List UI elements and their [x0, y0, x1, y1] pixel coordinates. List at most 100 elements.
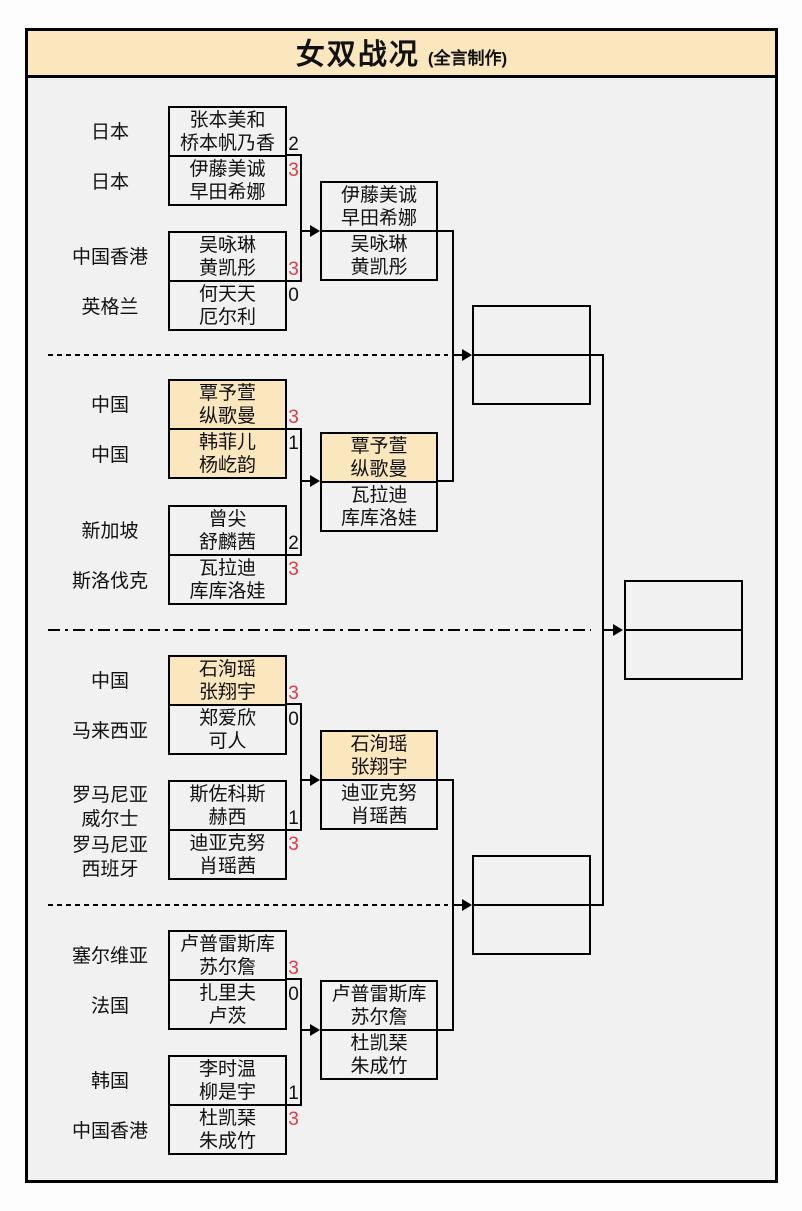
team-cell: 李时温 柳是宇: [170, 1057, 285, 1106]
score: 1: [288, 808, 299, 829]
player-name: 杨屹韵: [198, 454, 256, 476]
player-name: 朱成竹: [350, 1055, 408, 1077]
country-name: 法国: [90, 996, 129, 1017]
country-label-romania-wales: 罗马尼亚 威尔士: [30, 784, 190, 832]
semifinal-box-1: [472, 305, 591, 405]
country-label-hongkong-2: 中国香港: [30, 1120, 190, 1144]
player-name: 可人: [208, 730, 247, 752]
player-name: 苏尔詹: [198, 956, 256, 978]
country-label-hongkong-1: 中国香港: [30, 246, 190, 270]
player-name: 厄尔利: [198, 306, 256, 328]
player-name: 吴咏琳: [198, 234, 256, 256]
player-name: 迪亚克努: [340, 782, 417, 804]
match-box-r2-4: 卢普雷斯库 苏尔詹 杜凯琹 朱成竹: [320, 980, 438, 1080]
country-label-malaysia: 马来西亚: [30, 720, 190, 744]
player-name: 柳是宇: [198, 1081, 256, 1103]
connector-line: [602, 354, 604, 906]
match-box-r1-5: 石洵瑶 张翔宇 郑爱欣 可人: [168, 655, 287, 755]
arrow-icon: [310, 475, 320, 487]
score: 3: [288, 683, 299, 704]
connector-line: [438, 230, 454, 232]
country-name: 中国: [90, 445, 129, 466]
separator-line: [48, 904, 448, 906]
arrow-icon: [310, 774, 320, 786]
bracket-frame: [25, 28, 778, 1183]
connector-line: [300, 703, 302, 831]
player-name: 早田希娜: [189, 181, 266, 203]
team-cell-empty: [474, 906, 589, 953]
team-cell: 瓦拉迪 库库洛娃: [322, 483, 436, 530]
connector-line: [285, 154, 302, 156]
country-name: 罗马尼亚: [71, 835, 148, 856]
player-name: 瓦拉迪: [350, 484, 408, 506]
country-name: 中国: [90, 395, 129, 416]
team-cell: 斯佐科斯 赫西: [170, 782, 285, 831]
player-name: 库库洛娃: [189, 580, 266, 602]
player-name: 覃予萱: [350, 435, 408, 457]
separator-line-center: [48, 629, 591, 631]
team-cell: 石洵瑶 张翔宇: [170, 657, 285, 706]
match-box-r1-7: 卢普雷斯库 苏尔詹 扎里夫 卢茨: [168, 930, 287, 1030]
team-cell: 石洵瑶 张翔宇: [322, 732, 436, 781]
score: 3: [288, 259, 299, 280]
semifinal-box-2: [472, 855, 591, 955]
score: 3: [288, 160, 299, 181]
country-label-serbia: 塞尔维亚: [30, 945, 190, 969]
match-box-r2-2: 覃予萱 纵歌曼 瓦拉迪 库库洛娃: [320, 432, 438, 532]
team-cell: 韩菲儿 杨屹韵: [170, 430, 285, 477]
connector-line: [438, 480, 454, 482]
player-name: 张本美和: [189, 109, 266, 131]
connector-line: [302, 779, 312, 781]
team-cell: 扎里夫 卢茨: [170, 981, 285, 1028]
team-cell: 卢普雷斯库 苏尔詹: [322, 982, 436, 1031]
match-box-r1-1: 张本美和 桥本帆乃香 伊藤美诚 早田希娜: [168, 106, 287, 206]
match-box-r1-4: 曾尖 舒麟茜 瓦拉迪 库库洛娃: [168, 505, 287, 605]
team-cell-empty: [626, 582, 741, 631]
team-cell: 郑爱欣 可人: [170, 706, 285, 753]
connector-line: [438, 779, 454, 781]
team-cell: 迪亚克努 肖瑶茜: [170, 831, 285, 878]
connector-line: [454, 354, 462, 356]
team-cell: 何天天 厄尔利: [170, 282, 285, 329]
team-cell-empty: [474, 857, 589, 906]
score: 2: [288, 134, 299, 155]
player-name: 桥本帆乃香: [179, 132, 275, 154]
team-cell: 瓦拉迪 库库洛娃: [170, 556, 285, 603]
match-box-r1-2: 吴咏琳 黄凯彤 何天天 厄尔利: [168, 231, 287, 331]
match-box-r1-3: 覃予萱 纵歌曼 韩菲儿 杨屹韵: [168, 379, 287, 479]
player-name: 肖瑶茜: [198, 855, 256, 877]
connector-line: [452, 779, 454, 1031]
player-name: 张翔宇: [198, 681, 256, 703]
team-cell: 伊藤美诚 早田希娜: [170, 157, 285, 204]
score: 0: [288, 285, 299, 306]
team-cell-empty: [626, 631, 741, 678]
player-name: 石洵瑶: [350, 733, 408, 755]
player-name: 郑爱欣: [198, 707, 256, 729]
team-cell: 覃予萱 纵歌曼: [170, 381, 285, 430]
team-cell: 卢普雷斯库 苏尔詹: [170, 932, 285, 981]
team-cell: 曾尖 舒麟茜: [170, 507, 285, 556]
score: 3: [288, 407, 299, 428]
team-cell: 伊藤美诚 早田希娜: [322, 183, 436, 232]
country-label-singapore: 新加坡: [30, 520, 190, 544]
score: 0: [288, 709, 299, 730]
player-name: 伊藤美诚: [189, 158, 266, 180]
page-title: 女双战况: [295, 39, 420, 71]
country-name: 中国: [90, 671, 129, 692]
connector-line: [300, 154, 302, 282]
country-name: 威尔士: [81, 809, 139, 830]
country-name: 塞尔维亚: [71, 946, 148, 967]
player-name: 吴咏琳: [350, 233, 408, 255]
country-label-slovakia: 斯洛伐克: [30, 570, 190, 594]
score: 0: [288, 984, 299, 1005]
final-box: [624, 580, 743, 680]
connector-line: [302, 230, 312, 232]
player-name: 库库洛娃: [340, 507, 417, 529]
player-name: 卢普雷斯库: [179, 933, 275, 955]
country-name: 西班牙: [81, 859, 139, 880]
connector-line: [285, 978, 302, 980]
team-cell: 张本美和 桥本帆乃香: [170, 108, 285, 157]
score: 2: [288, 533, 299, 554]
match-box-r2-3: 石洵瑶 张翔宇 迪亚克努 肖瑶茜: [320, 730, 438, 830]
